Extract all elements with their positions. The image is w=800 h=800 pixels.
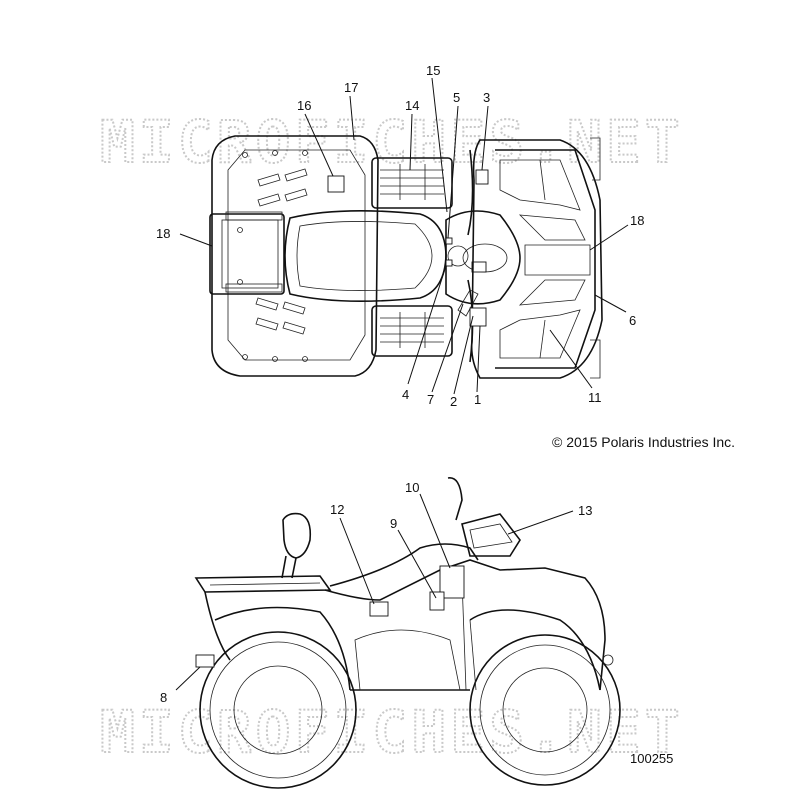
decal-1-2 (469, 307, 487, 327)
callout-8: 8 (160, 690, 167, 705)
copyright-notice: © 2015 Polaris Industries Inc. (552, 434, 735, 450)
callout-3: 3 (483, 90, 490, 105)
decal-8 (195, 654, 215, 668)
callout-16: 16 (297, 98, 311, 113)
footpeg-treads (380, 164, 444, 348)
callout-5: 5 (453, 90, 460, 105)
callout-7: 7 (427, 392, 434, 407)
atv-top-view (209, 135, 603, 379)
decal-12 (369, 601, 389, 617)
atv-side-view (194, 477, 621, 789)
callout-15: 15 (426, 63, 440, 78)
watermark-top: MICROFICHES.NET (100, 108, 684, 176)
callout-2: 2 (450, 394, 457, 409)
callout-13: 13 (578, 503, 592, 518)
callout-11: 11 (588, 390, 602, 405)
decal-16 (327, 175, 345, 193)
front-rack (495, 149, 596, 369)
callout-12: 12 (330, 502, 344, 517)
callout-17: 17 (344, 80, 358, 95)
leader-lines-top (179, 77, 629, 395)
callout-14: 14 (405, 98, 419, 113)
callout-18-left: 18 (156, 226, 170, 241)
rear-fender-slots (237, 150, 308, 362)
watermark-bottom: MICROFICHES.NET (100, 698, 684, 766)
document-id: 100255 (630, 751, 673, 766)
callout-18-right: 18 (630, 213, 644, 228)
callout-10: 10 (405, 480, 419, 495)
leader-lines-side (175, 493, 574, 691)
callout-6: 6 (629, 313, 636, 328)
callout-4: 4 (402, 387, 409, 402)
callout-9: 9 (390, 516, 397, 531)
decal-3 (475, 169, 489, 185)
decal-9 (429, 591, 445, 611)
callout-1: 1 (474, 392, 481, 407)
